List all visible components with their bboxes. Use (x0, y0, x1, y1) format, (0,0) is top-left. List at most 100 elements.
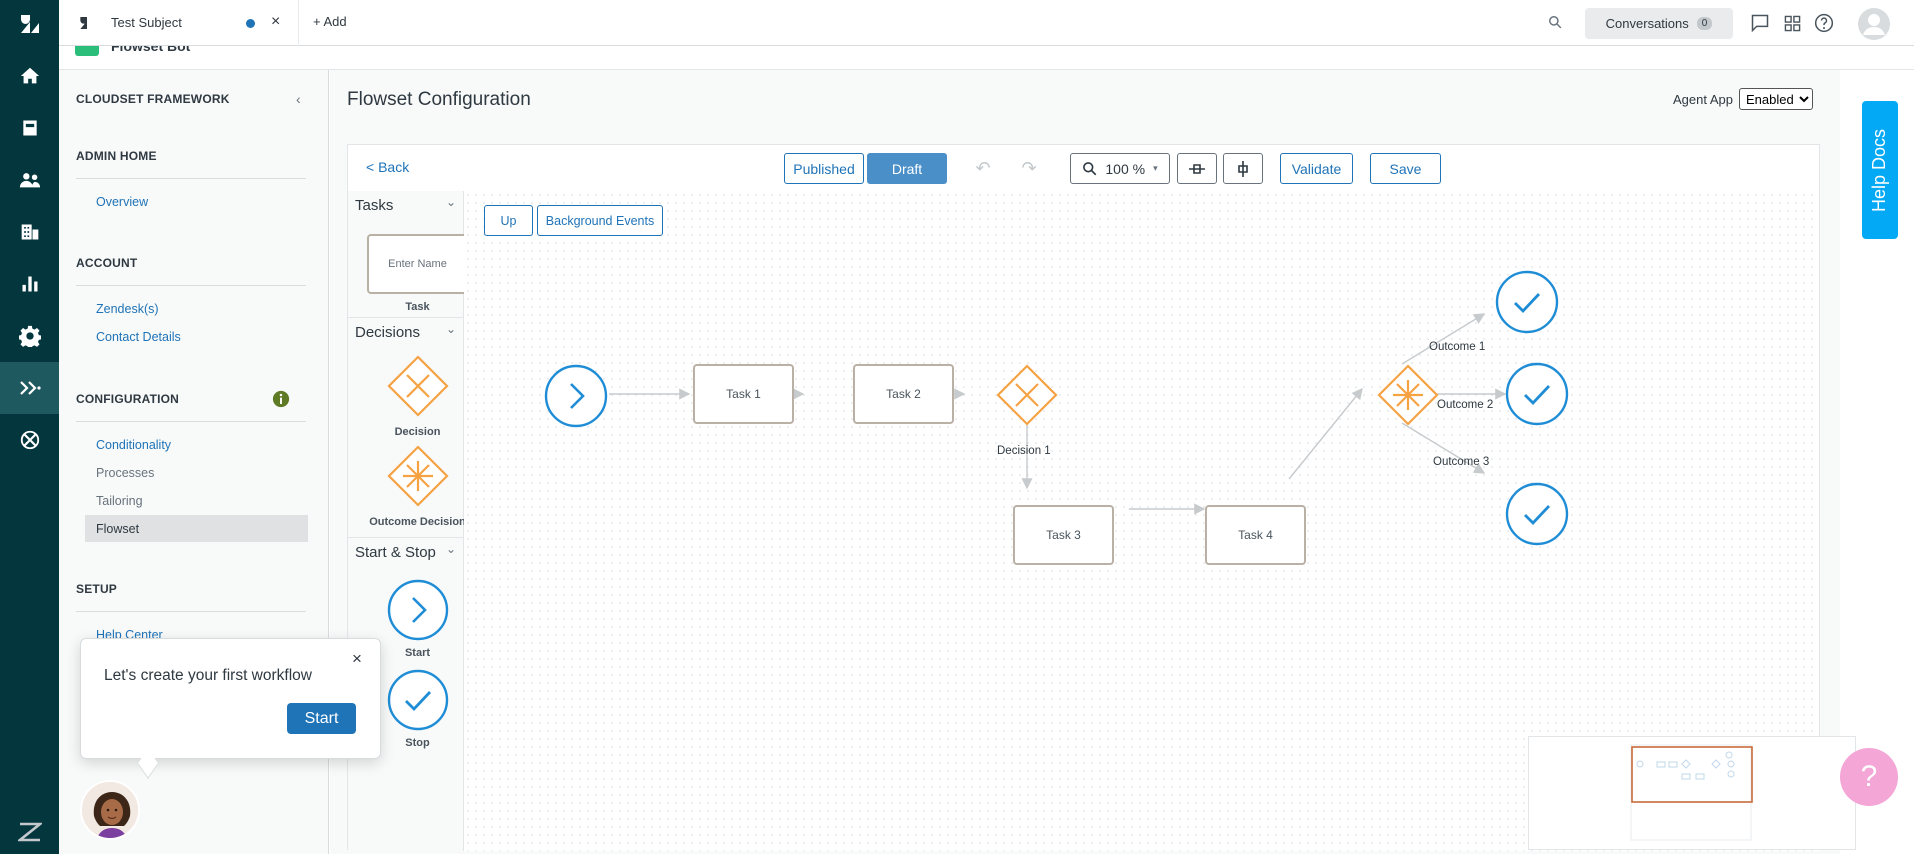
decision-node-icon[interactable] (995, 363, 1059, 427)
tab-title: Test Subject (111, 15, 182, 30)
organizations-icon[interactable] (14, 216, 46, 248)
decisions-chevron-icon[interactable]: ⌄ (446, 322, 457, 336)
nav-conditionality[interactable]: Conditionality (96, 438, 172, 452)
user-avatar-icon[interactable] (1858, 8, 1890, 40)
reporting-icon[interactable] (14, 268, 46, 300)
task-node[interactable]: Task 1 (693, 364, 794, 424)
task-palette-item[interactable]: Enter Name (367, 234, 468, 294)
stop-palette-icon[interactable] (387, 669, 449, 731)
nav-flowset[interactable]: Flowset (96, 522, 140, 536)
task-node[interactable]: Task 4 (1205, 505, 1306, 565)
stop-node-icon[interactable] (1505, 362, 1569, 426)
published-button[interactable]: Published (784, 153, 864, 184)
decisions-heading: Decisions (355, 324, 421, 341)
save-button[interactable]: Save (1370, 153, 1441, 184)
flowset-editor: < Back Published Draft ↶ ↷ 100 % ▾ Valid… (347, 144, 1856, 851)
start-stop-heading: Start & Stop (355, 544, 436, 561)
draft-button[interactable]: Draft (867, 153, 947, 184)
help-docs-label: Help Docs (1869, 128, 1890, 212)
top-bar: Test Subject × + Add Conversations 0 (59, 0, 1914, 46)
collapse-nav-icon[interactable]: ‹ (296, 91, 301, 107)
horizontal-layout-icon[interactable] (1177, 153, 1217, 184)
divider (348, 537, 463, 538)
zoom-control[interactable]: 100 % ▾ (1070, 153, 1170, 184)
search-icon[interactable] (1548, 15, 1562, 29)
task-node[interactable]: Task 3 (1013, 505, 1114, 565)
divider (348, 317, 463, 318)
task-node-label: Task 3 (1046, 528, 1081, 542)
chat-icon[interactable] (1750, 13, 1770, 33)
task-node[interactable]: Task 2 (853, 364, 954, 424)
tasks-heading: Tasks (355, 197, 394, 214)
zendesk-logo-icon[interactable] (14, 8, 46, 40)
agent-app-control: Agent App Enabled (1673, 88, 1813, 110)
task-node-label: Task 4 (1238, 528, 1273, 542)
product-rail (0, 0, 59, 854)
task-label: Task (405, 301, 430, 313)
start-palette-icon[interactable] (387, 579, 449, 641)
customers-icon[interactable] (14, 164, 46, 196)
stop-label: Stop (405, 737, 430, 749)
outcome-3-label: Outcome 3 (1433, 456, 1490, 468)
assistant-avatar[interactable] (80, 780, 140, 840)
home-icon[interactable] (14, 60, 46, 92)
conversations-button[interactable]: Conversations 0 (1585, 8, 1733, 39)
products-grid-icon[interactable] (1784, 15, 1801, 32)
minimap-preview (1630, 744, 1753, 841)
stop-node-icon[interactable] (1495, 270, 1559, 334)
tasks-chevron-icon[interactable]: ⌄ (446, 195, 457, 209)
help-docs-tab[interactable]: Help Docs (1862, 101, 1898, 239)
task-node-label: Task 2 (886, 387, 921, 401)
page-title: Flowset Configuration (347, 89, 531, 110)
close-popover-icon[interactable]: × (352, 649, 362, 668)
help-icon[interactable] (1814, 13, 1834, 33)
connectors (609, 313, 1507, 515)
views-icon[interactable] (14, 112, 46, 144)
outcome-decision-palette-icon[interactable] (386, 444, 450, 508)
add-tab-button[interactable]: + Add (313, 14, 347, 29)
framework-heading: CLOUDSET FRAMEWORK (76, 92, 230, 106)
configuration-heading: CONFIGURATION (76, 392, 180, 406)
minimap[interactable] (1528, 736, 1856, 850)
help-bubble-button[interactable]: ? (1840, 748, 1898, 806)
zendesk-z-icon[interactable] (14, 816, 46, 848)
validate-button[interactable]: Validate (1280, 153, 1353, 184)
nav-contact-details[interactable]: Contact Details (96, 330, 181, 344)
cloudset-app-icon[interactable] (0, 362, 59, 414)
nav-flowset-active[interactable] (85, 515, 308, 542)
info-icon[interactable] (272, 390, 290, 408)
nav-overview[interactable]: Overview (96, 195, 149, 209)
nav-zendesks[interactable]: Zendesk(s) (96, 302, 159, 316)
back-link[interactable]: < Back (366, 159, 410, 175)
redo-icon[interactable]: ↷ (1016, 153, 1042, 184)
decision-palette-icon[interactable] (386, 354, 450, 418)
start-onboarding-button[interactable]: Start (287, 703, 356, 734)
setup-heading: SETUP (76, 582, 118, 596)
decision-1-label: Decision 1 (997, 445, 1051, 457)
agent-app-label: Agent App (1673, 91, 1733, 107)
assistant-avatar-icon (82, 782, 138, 838)
apps-tool-icon[interactable] (14, 424, 46, 456)
vertical-layout-icon[interactable] (1223, 153, 1263, 184)
up-button[interactable]: Up (484, 205, 533, 236)
outcome-2-label: Outcome 2 (1437, 399, 1494, 411)
outcome-1-label: Outcome 1 (1429, 341, 1486, 353)
app-badge-icon (75, 46, 99, 56)
stop-node-icon[interactable] (1505, 482, 1569, 546)
app-header: Flowset Bot (59, 46, 1914, 70)
admin-home-heading: ADMIN HOME (76, 149, 157, 163)
conversations-count-badge: 0 (1696, 17, 1713, 30)
nav-processes[interactable]: Processes (96, 466, 155, 480)
nav-tailoring[interactable]: Tailoring (96, 494, 143, 508)
divider (76, 285, 306, 286)
background-events-button[interactable]: Background Events (537, 205, 663, 236)
admin-gear-icon[interactable] (14, 320, 46, 352)
undo-icon[interactable]: ↶ (970, 153, 996, 184)
agent-app-select[interactable]: Enabled (1739, 88, 1813, 110)
outcome-decision-node-icon[interactable] (1376, 363, 1440, 427)
ticket-tab[interactable]: Test Subject × (59, 0, 299, 46)
start-node-icon[interactable] (544, 364, 608, 428)
workflow-canvas[interactable]: Up Background Events Task 1 Task (464, 191, 1856, 851)
close-tab-icon[interactable]: × (271, 13, 281, 30)
start-stop-chevron-icon[interactable]: ⌄ (446, 542, 457, 556)
